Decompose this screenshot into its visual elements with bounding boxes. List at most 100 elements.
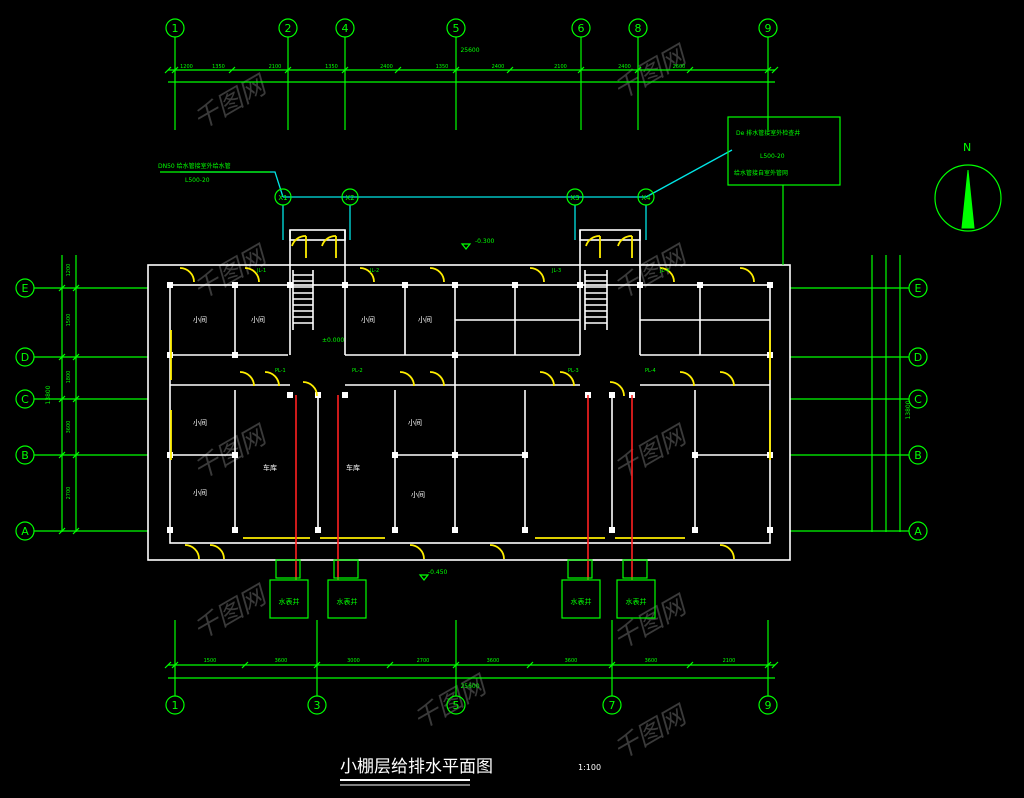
stair-right xyxy=(584,270,608,330)
dimension-label: 2400 xyxy=(492,64,505,70)
grid-label: 1 xyxy=(172,699,179,712)
dimension-label: 3600 xyxy=(487,658,500,664)
riser-tag xyxy=(274,188,292,206)
watermark-text: 千图网 xyxy=(609,240,694,306)
dimension-label: 1800 xyxy=(66,371,72,384)
note-right-line1: De 排水管接室外检查井 xyxy=(736,129,800,137)
grid-axes-right: E D C B A xyxy=(790,278,928,541)
dimension-label: 1350 xyxy=(212,64,225,70)
dimension-label: 1350 xyxy=(325,64,338,70)
grid-label: A xyxy=(914,525,922,538)
grid-label: D xyxy=(914,351,922,364)
water-meter-label: 水表井 xyxy=(279,597,300,606)
dimension-label: 2400 xyxy=(380,64,393,70)
dimension-label: 3600 xyxy=(565,658,578,664)
room-label: 车库 xyxy=(263,463,277,472)
grid-label: B xyxy=(914,449,922,462)
water-meter-box xyxy=(561,579,601,619)
dimension-label: 3600 xyxy=(645,658,658,664)
grid-label: 1 xyxy=(172,22,179,35)
dimension-label: 2100 xyxy=(269,64,282,70)
stair-left xyxy=(292,270,314,330)
dimension-label: 2100 xyxy=(723,658,736,664)
room-label: 小间 xyxy=(411,490,425,499)
grid-label: 8 xyxy=(635,22,642,35)
right-dimension-chain: 13800 xyxy=(871,255,912,532)
note-left-line1: DN50 给水管接室外给水管 xyxy=(158,162,231,170)
riser-tag-label: X4 xyxy=(641,194,651,202)
grid-label: 3 xyxy=(314,699,321,712)
riser-label: JL-3 xyxy=(551,268,561,274)
grid-label: 9 xyxy=(765,22,772,35)
grid-label: D xyxy=(21,351,29,364)
north-label: N xyxy=(963,141,971,154)
water-meter-box xyxy=(327,579,367,619)
grid-label: 9 xyxy=(765,699,772,712)
water-meter-label: 水表井 xyxy=(626,597,647,606)
dimension-label: 2700 xyxy=(417,658,430,664)
riser-label: PL-4 xyxy=(645,368,656,374)
watermark-text: 千图网 xyxy=(609,420,694,486)
dimension-label: 1200 xyxy=(180,64,193,70)
water-meter-box xyxy=(616,579,656,619)
grid-label: E xyxy=(915,282,922,295)
level-marks: -0.300 ±0.000 -0.450 xyxy=(322,238,495,581)
grid-label: 6 xyxy=(578,22,585,35)
dimension-label: 2700 xyxy=(66,487,72,500)
riser-tag-label: X1 xyxy=(278,194,287,202)
water-meter-box xyxy=(269,579,309,619)
room-label: 小间 xyxy=(193,418,207,427)
dimension-label: 1350 xyxy=(436,64,449,70)
riser-label: JL-1 xyxy=(256,268,266,274)
note-left-line2: L500-20 xyxy=(185,177,210,184)
right-total-dimension: 13800 xyxy=(905,400,912,419)
bottom-total-dimension: 25600 xyxy=(460,683,479,690)
watermark-text: 千图网 xyxy=(609,40,694,106)
room-label: 小间 xyxy=(361,315,375,324)
watermark-text: 千图网 xyxy=(189,580,274,646)
note-left: DN50 给水管接室外给水管 L500-20 xyxy=(158,162,270,184)
drawing-title-block: 小棚层给排水平面图 1:100 xyxy=(340,757,601,786)
dimension-label: 3600 xyxy=(275,658,288,664)
dimension-label: 1500 xyxy=(66,314,72,327)
drawing-scale: 1:100 xyxy=(578,763,601,772)
room-label: 小间 xyxy=(408,418,422,427)
drawing-title: 小棚层给排水平面图 xyxy=(340,757,493,777)
note-right-box: De 排水管接室外检查井 L500-20 给水管接自室外管网 xyxy=(727,116,841,265)
watermark-text: 千图网 xyxy=(609,590,694,656)
watermark-text: 千图网 xyxy=(189,420,274,486)
water-meter-label: 水表井 xyxy=(571,597,592,606)
riser-label: JL-4 xyxy=(659,268,669,274)
dimension-label: 2400 xyxy=(618,64,631,70)
note-right-line3: 给水管接自室外管网 xyxy=(734,169,788,177)
grid-label: 5 xyxy=(453,22,460,35)
grid-label: C xyxy=(914,393,922,406)
room-labels: 小间小间小间小间小间小间小间车库车库小间 xyxy=(193,315,432,499)
dimension-label: 3000 xyxy=(347,658,360,664)
dimension-label: 2600 xyxy=(673,64,686,70)
grid-label: A xyxy=(21,525,29,538)
grid-label: 2 xyxy=(285,22,292,35)
riser-label: PL-3 xyxy=(568,368,579,374)
room-label: 小间 xyxy=(418,315,432,324)
room-label: 小间 xyxy=(251,315,265,324)
riser-tags: X1 X2 X3 X4 xyxy=(274,188,655,206)
riser-tag-label: X3 xyxy=(570,194,579,202)
note-right-line2: L500-20 xyxy=(760,153,785,160)
riser-tag xyxy=(341,188,359,206)
level-mark: ±0.000 xyxy=(322,337,344,344)
grid-label: B xyxy=(21,449,29,462)
riser-tag-label: X2 xyxy=(345,194,354,202)
drain-pipes xyxy=(295,395,633,580)
north-arrow: N xyxy=(934,141,1002,232)
riser-tag xyxy=(566,188,584,206)
level-mark: -0.450 xyxy=(428,569,448,576)
